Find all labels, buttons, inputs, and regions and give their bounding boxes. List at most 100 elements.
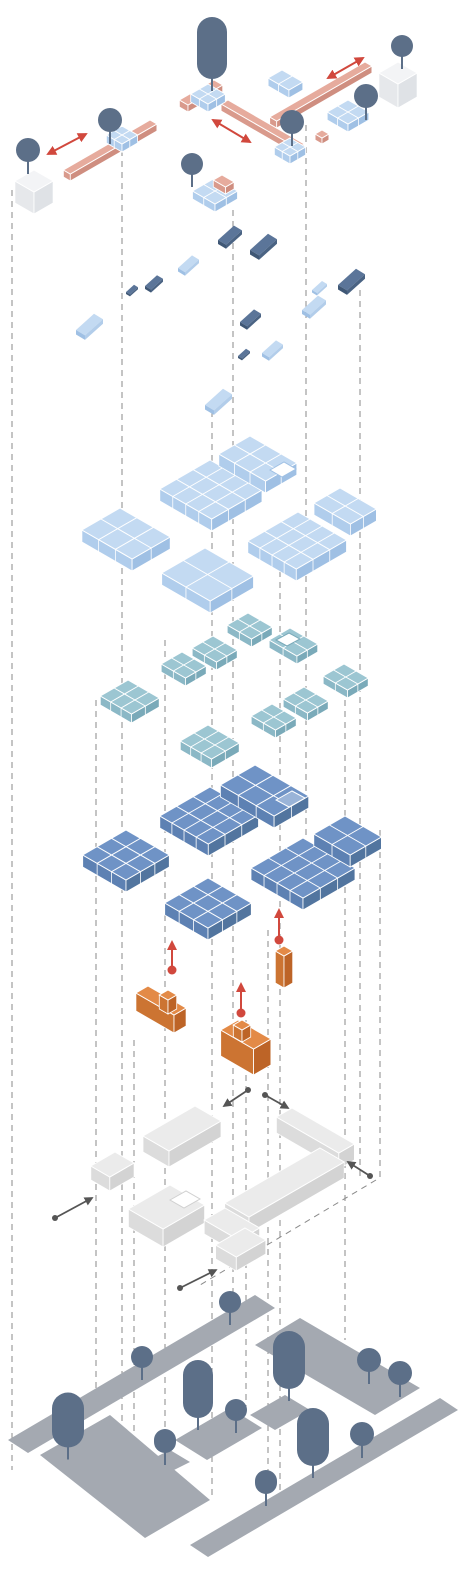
floor-slab (312, 815, 383, 868)
canopy-wedge (262, 340, 283, 361)
tree-icon (52, 1392, 84, 1460)
terrace-tile (267, 69, 304, 99)
grid-line (193, 469, 246, 501)
block-top-face (89, 1151, 136, 1178)
canopy-wedge (145, 275, 163, 293)
wedge-face (205, 388, 232, 411)
grid-line (172, 467, 224, 497)
circulation-block (141, 1105, 223, 1168)
grid-line (293, 692, 319, 708)
wedge-side (76, 330, 85, 340)
wedge-face (238, 348, 250, 359)
arrow-origin-dot (274, 935, 284, 945)
grid-line (281, 142, 299, 152)
canopy-wedge (126, 284, 138, 297)
red-arrow-icon (46, 133, 88, 155)
upper-walkway-layer (13, 17, 419, 215)
wedge-side (347, 274, 365, 295)
arrow-shaft (179, 1269, 218, 1289)
dark-arrow-icon (346, 1161, 373, 1179)
wedge-side (218, 240, 226, 249)
tree-canopy (154, 1429, 176, 1453)
wedge-side (302, 310, 310, 319)
wedge-side (226, 230, 242, 249)
courtyard-void (168, 1190, 202, 1209)
terrace-tile (326, 99, 370, 133)
wedge-side (151, 278, 163, 293)
tree-icon (181, 153, 203, 187)
core-block (158, 989, 178, 1015)
grid-line (283, 532, 335, 563)
wedge-side (317, 284, 327, 296)
roof-slab (312, 487, 378, 537)
grid-line (264, 530, 314, 560)
teal-modules-layer (99, 612, 370, 769)
plaza-area (175, 1408, 262, 1460)
grid-line (111, 837, 156, 864)
arrow-origin-dot (177, 1285, 183, 1291)
tree-canopy (98, 108, 122, 132)
tree-canopy (225, 1399, 247, 1421)
roof-slab (158, 459, 264, 532)
tree-canopy (357, 1348, 381, 1372)
tree-icon (255, 1470, 277, 1506)
tree-icon (354, 84, 378, 120)
canopy-wedge (312, 281, 327, 296)
walkway-strip (314, 129, 330, 145)
module-cluster (179, 724, 241, 769)
canopy-wedge (338, 268, 365, 295)
wedge-face (338, 268, 365, 291)
end-cube (377, 61, 419, 109)
grid-line (198, 482, 250, 512)
light-roof-slabs-layer (80, 435, 378, 614)
tree-canopy (354, 84, 378, 108)
ground-circulation-layer (52, 1087, 373, 1291)
wedge-side (259, 239, 277, 260)
grid-line (289, 860, 343, 891)
grid-line (178, 885, 223, 912)
block-top-face (377, 61, 419, 85)
module-cluster (191, 635, 239, 671)
arrow-origin-dot (236, 1008, 246, 1018)
module-cluster (268, 627, 319, 665)
circulation-block (89, 1151, 136, 1192)
plaza-area (40, 1415, 210, 1538)
wedge-side (262, 353, 269, 361)
tree-canopy (255, 1470, 277, 1494)
wedge-side (240, 322, 247, 330)
arrow-shaft (346, 1161, 371, 1177)
wedge-face (250, 233, 277, 256)
guide-line (199, 1179, 377, 1286)
tree-canopy (273, 1331, 305, 1389)
canopy-wedge (218, 225, 242, 249)
red-arrow-icon (274, 908, 284, 945)
grid-line (237, 618, 263, 634)
module-opening (274, 632, 302, 647)
tree-canopy (297, 1408, 329, 1466)
canopy-wedge (205, 388, 232, 415)
canopy-wedge (250, 233, 277, 260)
module-cluster (322, 663, 370, 699)
wedge-side (126, 292, 130, 297)
terrace-tile (273, 137, 307, 165)
grid-line (176, 478, 229, 510)
tree-icon (154, 1429, 176, 1465)
grid-line (113, 130, 131, 140)
block-left-face (274, 950, 285, 989)
grid-line (261, 709, 287, 725)
wedge-face (145, 275, 163, 290)
red-arrow-icon (211, 118, 252, 144)
roof-slab (246, 511, 348, 582)
tree-icon (225, 1399, 247, 1433)
module-cluster (160, 651, 208, 687)
block-top-face (232, 1019, 252, 1031)
wedge-side (242, 351, 250, 361)
canopy-wedge (76, 313, 103, 340)
grid-line (96, 837, 141, 864)
tree-icon (98, 108, 122, 144)
terrace-tile (189, 83, 227, 113)
dark-floor-slabs-layer (81, 764, 383, 941)
tree-icon (16, 138, 40, 174)
tree-icon (350, 1422, 374, 1458)
